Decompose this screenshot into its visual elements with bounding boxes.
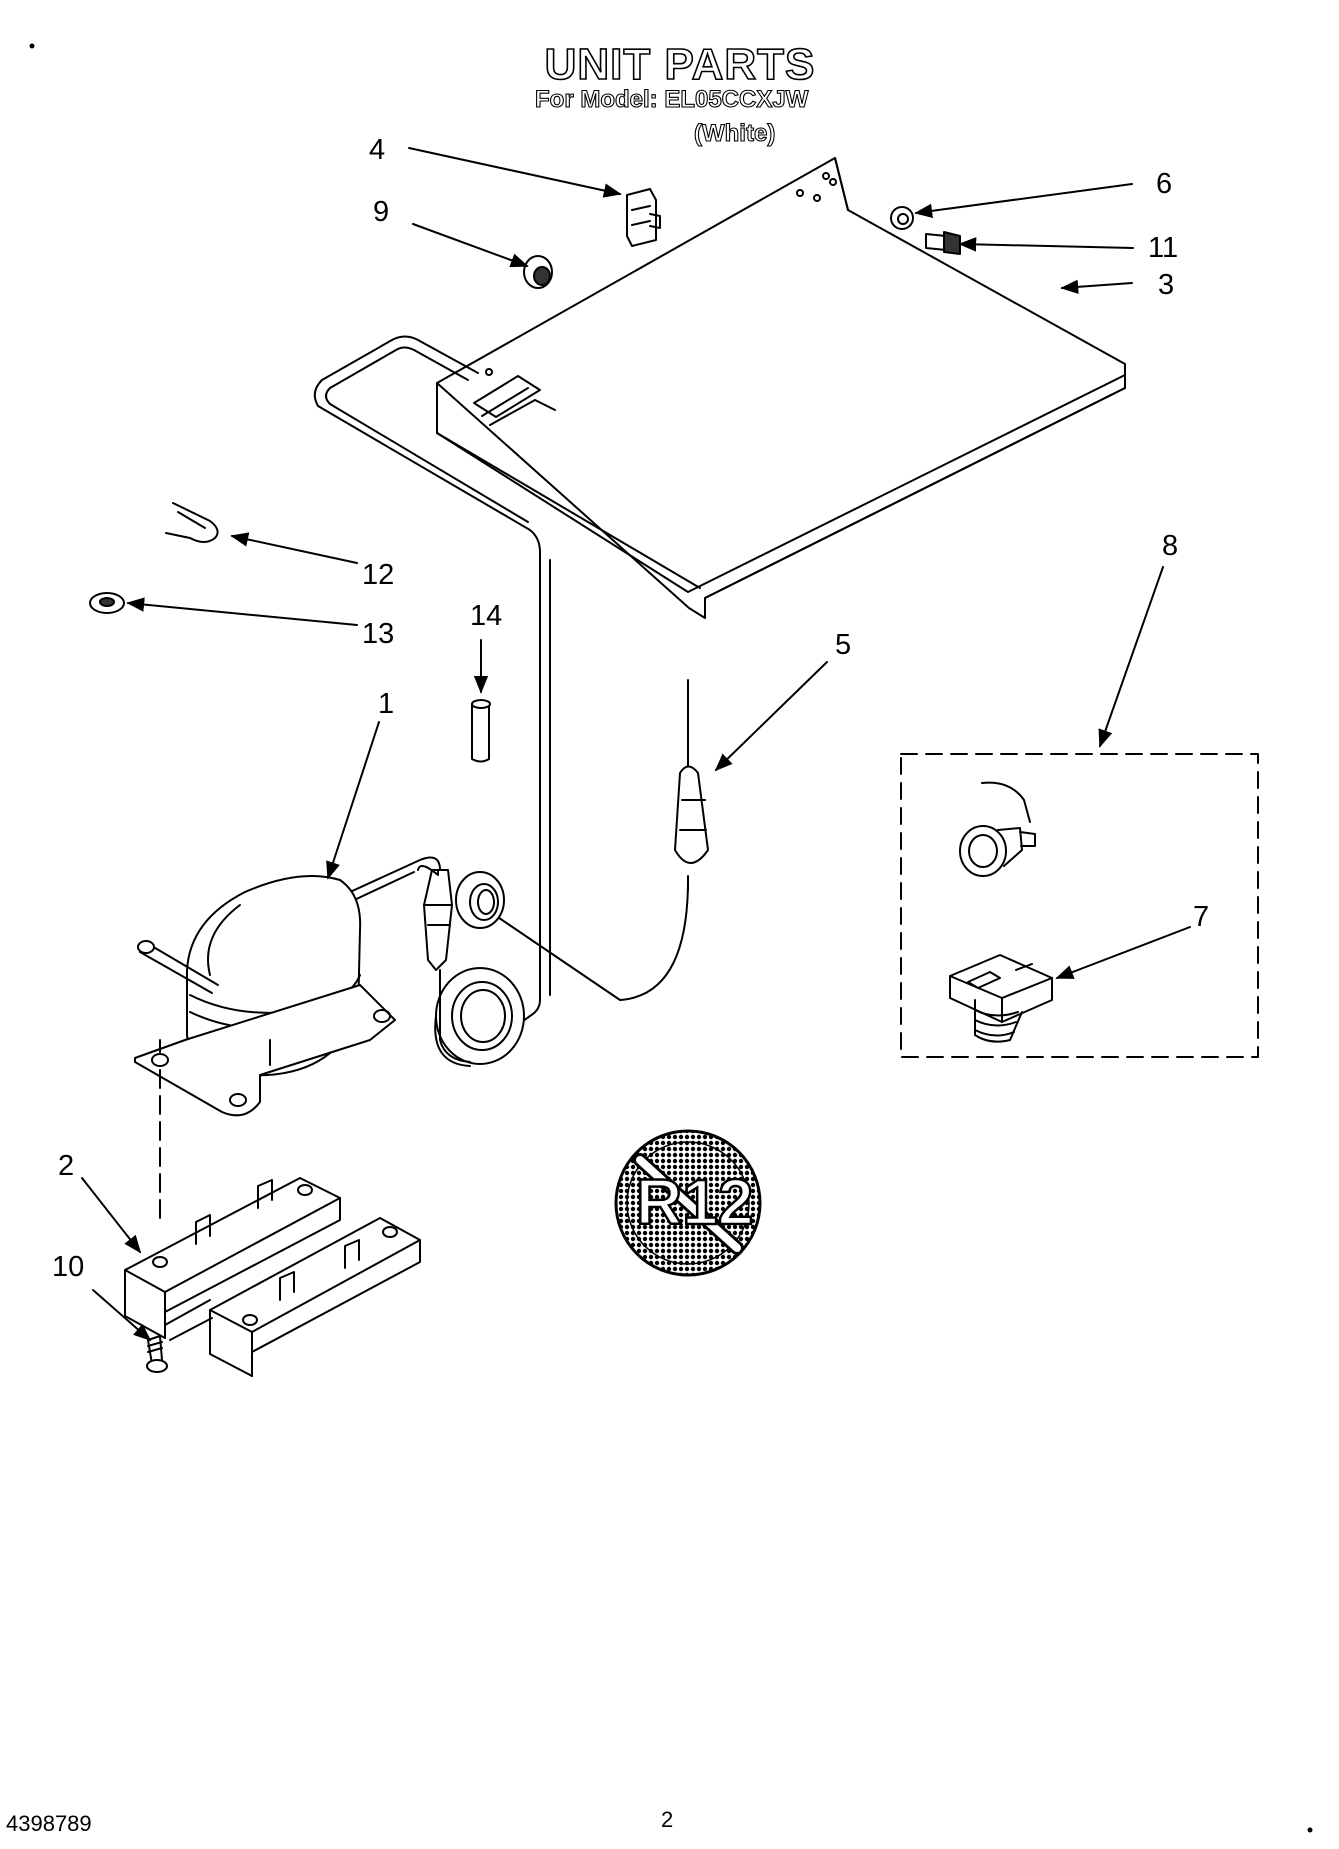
mounting-bracket-part-2 xyxy=(124,1177,421,1377)
callout-1: 1 xyxy=(378,688,395,720)
hairpin-clip-part-12 xyxy=(165,502,219,543)
sleeve-part-14 xyxy=(471,699,491,763)
washer-part-13 xyxy=(89,592,125,614)
callout-11: 11 xyxy=(1148,232,1179,264)
thermostat-bulb-part-5 xyxy=(479,679,709,1001)
callout-3: 3 xyxy=(1158,269,1175,301)
callout-8: 8 xyxy=(1162,530,1179,562)
evaporator-plate xyxy=(436,157,1126,619)
page-title: UNIT PARTS xyxy=(544,39,816,90)
callout-6: 6 xyxy=(1156,168,1173,200)
compressor-part-1 xyxy=(134,875,396,1117)
callout-10: 10 xyxy=(52,1251,85,1283)
callout-7: 7 xyxy=(1193,901,1210,933)
registration-mark xyxy=(29,43,35,49)
coil-tubing xyxy=(349,856,525,1067)
screw-part-10 xyxy=(146,1335,168,1373)
callout-13: 13 xyxy=(362,618,395,650)
washer-part-6 xyxy=(890,206,914,230)
page-number: 2 xyxy=(661,1807,674,1832)
refrigerant-tubing xyxy=(313,335,551,1027)
clip-part-4 xyxy=(626,188,661,247)
callout-14: 14 xyxy=(470,600,503,632)
callout-2: 2 xyxy=(58,1150,75,1182)
document-number: 4398789 xyxy=(6,1811,92,1836)
callout-4: 4 xyxy=(369,134,386,166)
badge-label: R12 xyxy=(635,1166,755,1238)
registration-mark xyxy=(1307,1827,1313,1833)
callout-5: 5 xyxy=(835,629,852,661)
model-label: For Model: EL05CCXJW xyxy=(534,85,809,113)
no-r12-badge xyxy=(614,1129,762,1277)
color-variant-label: (White) xyxy=(693,119,776,147)
callout-leaders xyxy=(81,147,1191,1342)
callout-9: 9 xyxy=(373,196,390,228)
callout-12: 12 xyxy=(362,559,395,591)
screw-part-11 xyxy=(925,231,961,255)
grommet-part-9 xyxy=(523,255,553,289)
parts-kit-box-part-8 xyxy=(900,753,1259,1058)
